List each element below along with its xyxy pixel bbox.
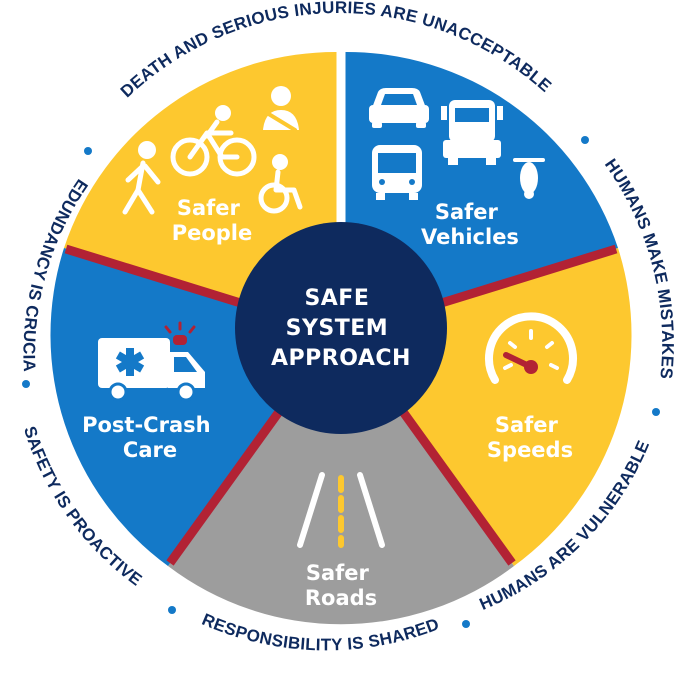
motorcycle-icon [513, 158, 545, 199]
center-title: SAFE SYSTEM APPROACH [271, 286, 411, 371]
separator-dot [652, 408, 660, 416]
car-icon [369, 88, 429, 128]
medical-star-icon [115, 348, 145, 376]
label-safer-people: Safer People [172, 196, 253, 245]
divider-lines [64, 50, 618, 566]
divider-lower-right [397, 406, 516, 566]
divider-right [433, 244, 618, 310]
wheelchair-icon [258, 154, 303, 214]
label-safer-roads: Safer Roads [305, 561, 377, 610]
separator-dots [22, 136, 660, 628]
label-post-crash-care: Post-Crash Care [82, 413, 218, 462]
bicycle-icon [170, 105, 257, 177]
separator-dot [462, 620, 470, 628]
speedometer-icon [485, 312, 577, 384]
ambulance-icon [98, 321, 205, 402]
siren-light-icon [164, 321, 196, 345]
label-safer-speeds: Safer Speeds [487, 413, 573, 462]
separator-dot [84, 147, 92, 155]
vehicle-icons [369, 88, 545, 200]
road-icon [297, 472, 385, 548]
pedestrian-icon [122, 141, 161, 215]
separator-dot [168, 606, 176, 614]
truck-icon [441, 100, 503, 165]
label-safer-vehicles: Safer Vehicles [421, 200, 519, 249]
separator-dot [22, 380, 30, 388]
separator-dot [581, 136, 589, 144]
divider-lower-left [166, 406, 285, 566]
people-icons [122, 86, 303, 215]
divider-left [64, 244, 249, 310]
center-circle[interactable] [235, 222, 447, 434]
bus-icon [372, 145, 422, 200]
seatbelt-driver-icon [263, 86, 299, 132]
